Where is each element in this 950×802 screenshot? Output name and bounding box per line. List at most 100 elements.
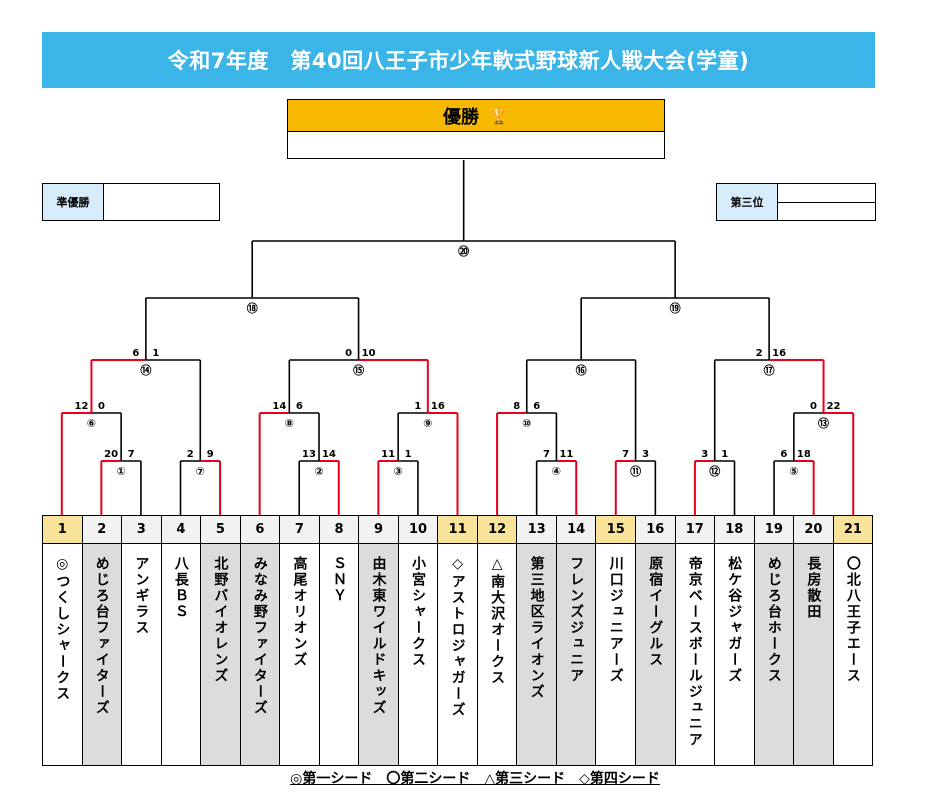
match-number: ⑩ bbox=[522, 417, 531, 430]
team-number: 9 bbox=[359, 516, 398, 544]
team-number: 10 bbox=[398, 516, 438, 544]
score-left: 0 bbox=[810, 401, 817, 412]
runner-up-label: 準優勝 bbox=[43, 184, 104, 220]
team-number: 20 bbox=[794, 516, 833, 544]
match-number: ⑪ bbox=[630, 464, 641, 478]
team-number: 1 bbox=[43, 516, 82, 544]
tournament-title: 令和7年度 第40回八王子市少年軟式野球新人戦大会(学童) bbox=[42, 32, 875, 88]
score-left: 14 bbox=[272, 401, 286, 412]
team-number: 16 bbox=[635, 516, 675, 544]
match-number: ⑨ bbox=[423, 417, 432, 430]
score-right: 9 bbox=[207, 449, 214, 460]
match-number: ⑲ bbox=[670, 301, 681, 315]
score-left: 8 bbox=[513, 401, 520, 412]
team-number: 19 bbox=[754, 516, 794, 544]
team-name: めじろ台ホークス bbox=[754, 544, 794, 765]
team-name: 原宿イーグルス bbox=[635, 544, 675, 765]
team-number: 11 bbox=[438, 516, 477, 544]
team-number: 21 bbox=[833, 516, 873, 544]
match-number: ④ bbox=[552, 465, 561, 478]
team-number: 3 bbox=[122, 516, 161, 544]
score-right: 1 bbox=[721, 449, 728, 460]
team-name: 第三地区ライオンズ bbox=[517, 544, 556, 765]
team-name: 北野バイオレンズ bbox=[201, 544, 240, 765]
champion-label: 優勝 bbox=[443, 106, 480, 128]
score-right: 16 bbox=[431, 401, 445, 412]
team-name: 帝京ベースボールジュニア bbox=[675, 544, 715, 765]
team-number: 4 bbox=[161, 516, 201, 544]
team-number: 12 bbox=[477, 516, 517, 544]
score-left: 7 bbox=[622, 449, 629, 460]
score-right: 22 bbox=[827, 401, 841, 412]
score-right: 6 bbox=[533, 401, 540, 412]
match-number: ② bbox=[314, 465, 323, 478]
match-number: ⑰ bbox=[764, 363, 775, 377]
score-left: 1 bbox=[414, 401, 421, 412]
team-number: 14 bbox=[556, 516, 596, 544]
team-number: 5 bbox=[201, 516, 240, 544]
score-right: 16 bbox=[772, 348, 786, 359]
champion-header: 優勝 🏆 bbox=[288, 100, 664, 132]
match-number: ⑧ bbox=[285, 417, 294, 430]
team-number: 18 bbox=[715, 516, 754, 544]
match-number: ⑥ bbox=[87, 417, 96, 430]
score-right: 3 bbox=[642, 449, 649, 460]
match-number: ⑭ bbox=[140, 363, 151, 377]
third-place-box: 第三位 bbox=[716, 183, 876, 221]
third-place-label: 第三位 bbox=[717, 184, 778, 220]
team-name: 長房散田 bbox=[794, 544, 833, 765]
team-name: 小宮シャークス bbox=[398, 544, 438, 765]
trophy-icon: 🏆 bbox=[489, 106, 509, 125]
score-left: 6 bbox=[132, 348, 139, 359]
team-name: 八長ＢＳ bbox=[161, 544, 201, 765]
team-column: 11◇アストロジャガーズ bbox=[438, 516, 478, 765]
score-left: 0 bbox=[345, 348, 352, 359]
team-column: 1◎つくしシャークス bbox=[43, 516, 83, 765]
team-name: ＳＮＹ bbox=[319, 544, 359, 765]
team-name: めじろ台ファイターズ bbox=[82, 544, 122, 765]
team-name: 高尾オリオンズ bbox=[280, 544, 319, 765]
team-name: △南大沢オークス bbox=[477, 544, 517, 765]
team-number: 7 bbox=[280, 516, 319, 544]
team-number: 8 bbox=[319, 516, 359, 544]
team-number: 17 bbox=[675, 516, 715, 544]
score-left: 20 bbox=[104, 449, 118, 460]
match-number: ③ bbox=[393, 465, 402, 478]
score-left: 13 bbox=[302, 449, 316, 460]
score-right: 1 bbox=[152, 348, 159, 359]
match-number: ⑫ bbox=[709, 464, 720, 478]
score-right: 6 bbox=[296, 401, 303, 412]
score-right: 0 bbox=[98, 401, 105, 412]
score-left: 2 bbox=[756, 348, 763, 359]
score-left: 12 bbox=[75, 401, 89, 412]
match-number: ⑱ bbox=[247, 301, 258, 315]
score-right: 1 bbox=[405, 449, 412, 460]
team-column: 12△南大沢オークス bbox=[477, 516, 518, 765]
team-name: ◇アストロジャガーズ bbox=[438, 544, 477, 765]
team-number: 15 bbox=[596, 516, 635, 544]
team-name: 〇北八王子エース bbox=[833, 544, 873, 765]
team-name: 川口ジュニアーズ bbox=[596, 544, 635, 765]
score-right: 7 bbox=[128, 449, 135, 460]
team-name: ◎つくしシャークス bbox=[43, 544, 82, 765]
match-number: ① bbox=[116, 465, 125, 478]
team-name: 松ケ谷ジャガーズ bbox=[715, 544, 754, 765]
match-number: ⑳ bbox=[458, 244, 469, 258]
team-name: みなみ野ファイターズ bbox=[240, 544, 280, 765]
